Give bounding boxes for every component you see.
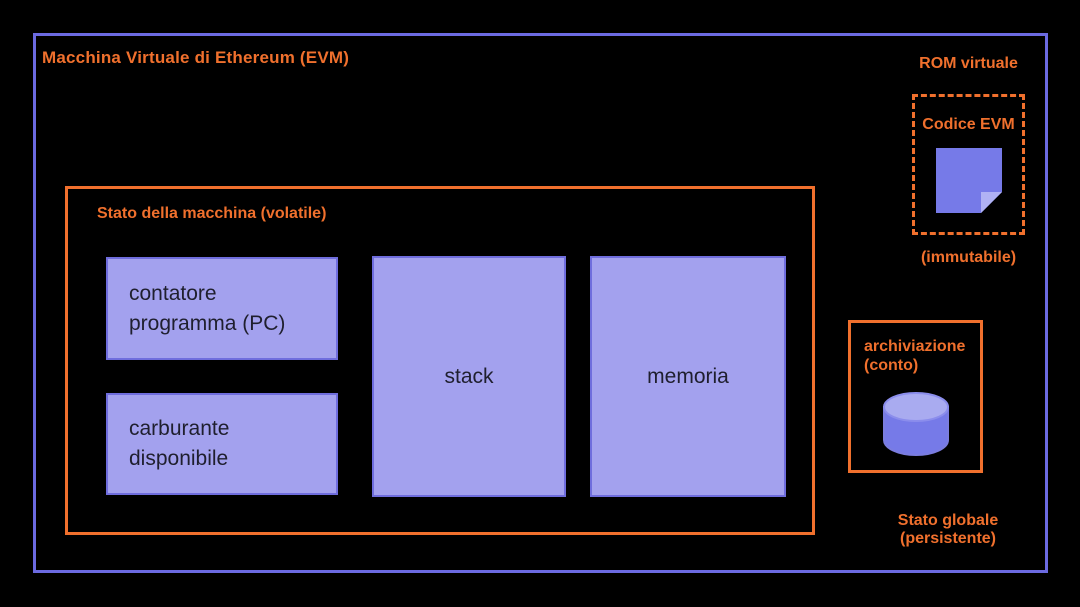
evm-code-label: Codice EVM [922, 116, 1015, 133]
evm-container-box [33, 33, 1048, 573]
global-state-caption: Stato globale (persistente) [897, 512, 999, 547]
account-storage-box [848, 320, 983, 473]
available-gas-box: carburante disponibile [106, 393, 338, 495]
stack-box: stack [372, 256, 566, 497]
sticky-note-body [936, 148, 1002, 213]
rom-title: ROM virtuale [919, 55, 1018, 72]
database-cylinder-icon [883, 392, 949, 456]
account-storage-label: archiviazione (conto) [864, 338, 966, 374]
memory-box: memoria [590, 256, 786, 497]
evm-code-dashed-box [912, 94, 1025, 235]
machine-state-label: Stato della macchina (volatile) [97, 205, 327, 222]
machine-state-box [65, 186, 815, 535]
immutable-caption: (immutabile) [920, 249, 1017, 266]
sticky-note-fold-corner [981, 192, 1002, 213]
sticky-note-icon [936, 148, 1002, 213]
program-counter-box: contatore programma (PC) [106, 257, 338, 360]
evm-title: Macchina Virtuale di Ethereum (EVM) [42, 48, 350, 67]
